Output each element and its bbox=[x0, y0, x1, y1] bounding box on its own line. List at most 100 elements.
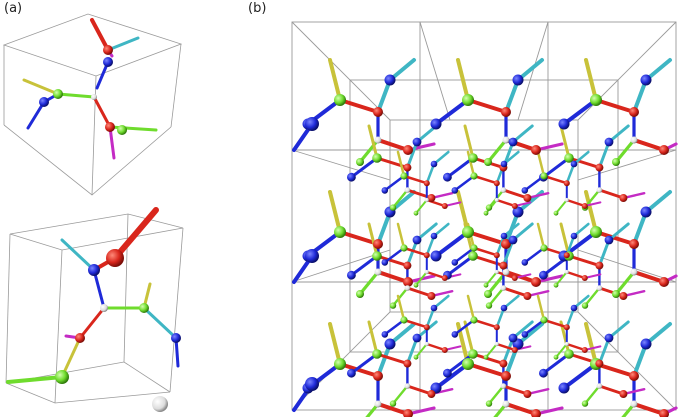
atom-blue bbox=[451, 259, 459, 266]
bond bbox=[541, 352, 571, 375]
bond bbox=[495, 342, 517, 352]
atom-red bbox=[581, 203, 588, 209]
atom-green bbox=[413, 210, 419, 216]
atom-red bbox=[619, 292, 628, 300]
bond bbox=[349, 156, 379, 179]
atom-red bbox=[423, 252, 430, 259]
atom-green bbox=[462, 226, 474, 238]
atom-white bbox=[404, 285, 411, 291]
atom-green bbox=[372, 153, 382, 163]
atom-green bbox=[55, 370, 69, 384]
atom-blue bbox=[39, 97, 49, 107]
atom-blue bbox=[412, 137, 422, 147]
bond bbox=[562, 362, 598, 390]
bond bbox=[463, 320, 475, 356]
atom-blue bbox=[384, 74, 396, 86]
atom-blue bbox=[512, 74, 524, 86]
bond bbox=[425, 234, 436, 257]
atom-green bbox=[485, 204, 493, 211]
atom-blue bbox=[604, 235, 614, 245]
atom-white bbox=[91, 94, 97, 100]
atom-white bbox=[152, 396, 168, 412]
atom-red bbox=[373, 371, 383, 381]
panel-label-a: (a) bbox=[4, 1, 23, 16]
bond bbox=[376, 210, 392, 246]
atom-red bbox=[563, 324, 570, 331]
atom-blue bbox=[430, 160, 438, 168]
bond bbox=[597, 336, 611, 366]
bond bbox=[485, 271, 498, 287]
atom-blue bbox=[430, 250, 442, 262]
bond bbox=[466, 98, 508, 114]
atom-white bbox=[502, 136, 510, 144]
atom-white bbox=[596, 285, 603, 291]
bond bbox=[559, 320, 571, 356]
bond bbox=[597, 384, 625, 396]
atom-white bbox=[424, 341, 429, 347]
atom-blue bbox=[640, 74, 652, 86]
atom-blue bbox=[508, 137, 518, 147]
bond bbox=[405, 336, 419, 366]
atom-red bbox=[105, 122, 115, 132]
atom-red bbox=[106, 249, 124, 267]
atom-red bbox=[501, 239, 511, 249]
bond bbox=[495, 234, 506, 257]
bond bbox=[402, 318, 429, 329]
atom-blue bbox=[640, 206, 652, 218]
atom-green bbox=[612, 290, 620, 298]
atom-red bbox=[531, 277, 541, 287]
atom-red bbox=[403, 163, 412, 172]
atom-blue bbox=[430, 304, 438, 312]
atom-white bbox=[404, 187, 411, 193]
atom-red bbox=[659, 145, 669, 155]
bond bbox=[584, 322, 598, 366]
bond bbox=[376, 138, 410, 152]
bond bbox=[466, 362, 508, 378]
atom-white bbox=[500, 187, 507, 193]
atom-white bbox=[564, 197, 569, 203]
bond bbox=[562, 98, 598, 126]
atom-red bbox=[373, 107, 383, 117]
atom-white bbox=[494, 197, 499, 203]
bond bbox=[501, 286, 529, 298]
bond bbox=[621, 402, 636, 417]
bond bbox=[536, 294, 546, 322]
bond bbox=[632, 342, 648, 378]
bond bbox=[501, 384, 529, 396]
bond bbox=[338, 362, 380, 378]
atom-red bbox=[595, 261, 604, 270]
bond bbox=[367, 124, 379, 160]
bond bbox=[495, 198, 517, 208]
bond bbox=[466, 230, 508, 246]
bond bbox=[376, 270, 410, 284]
atom-red bbox=[629, 107, 639, 117]
atom-red bbox=[493, 324, 500, 331]
atom-green bbox=[389, 302, 397, 309]
bond bbox=[472, 246, 499, 257]
atom-blue bbox=[305, 377, 319, 391]
atom-red bbox=[427, 390, 436, 398]
atom-green bbox=[553, 354, 559, 360]
atom-red bbox=[441, 203, 448, 209]
bond bbox=[415, 343, 428, 359]
atom-white bbox=[500, 383, 507, 389]
bond bbox=[383, 246, 406, 264]
bond bbox=[501, 336, 515, 366]
atom-white bbox=[494, 269, 499, 275]
bond bbox=[597, 140, 611, 170]
bond bbox=[328, 190, 342, 234]
atom-red bbox=[511, 347, 518, 353]
bond bbox=[376, 78, 392, 114]
atom-blue bbox=[103, 57, 113, 67]
atom-blue bbox=[443, 368, 452, 378]
atom-green bbox=[483, 210, 489, 216]
atom-red bbox=[619, 390, 628, 398]
atom-red bbox=[403, 145, 413, 155]
bond bbox=[358, 270, 380, 296]
atom-green bbox=[372, 251, 382, 261]
atom-blue bbox=[640, 338, 652, 350]
atom-blue bbox=[347, 368, 356, 378]
cube-frame bbox=[5, 213, 184, 404]
atom-green bbox=[581, 302, 589, 309]
